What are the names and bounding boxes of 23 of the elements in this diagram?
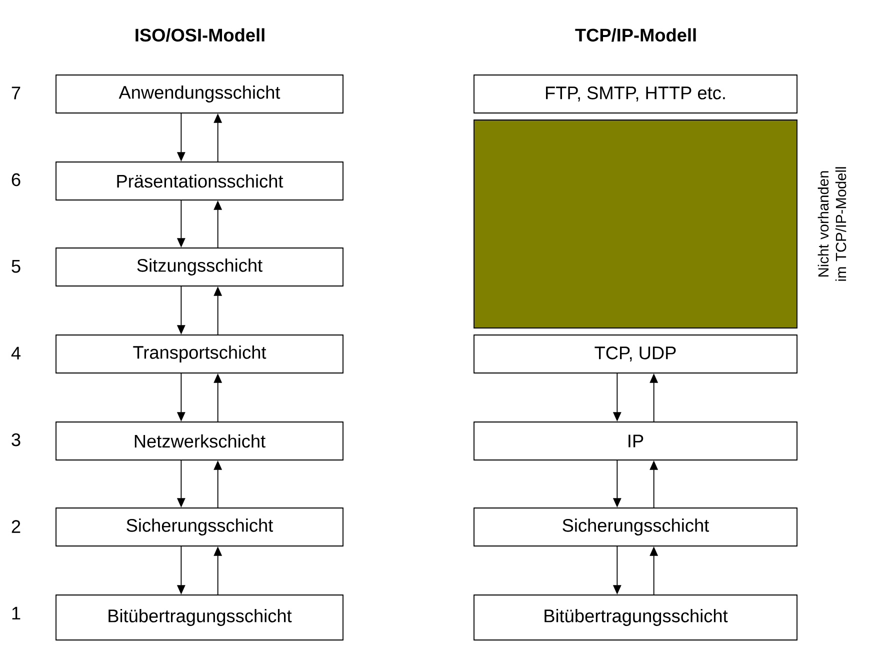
layer-number: 7 xyxy=(12,86,20,100)
layer-box: IP xyxy=(474,422,798,460)
layer-number: 4 xyxy=(11,346,21,360)
layer-box: Netzwerkschicht xyxy=(56,422,344,460)
layer-box: Sitzungsschicht xyxy=(56,248,344,286)
layer-number: 2 xyxy=(12,520,20,533)
side-note: Nicht vorhanden im TCP/IP-Modell xyxy=(818,167,846,281)
column-heading: TCP/IP-Modell xyxy=(575,28,696,42)
column-heading: ISO/OSI-Modell xyxy=(136,28,264,42)
layer-box: TCP, UDP xyxy=(474,334,798,374)
layer-box: Präsentationsschicht xyxy=(56,162,344,200)
layer-number: 1 xyxy=(12,606,20,620)
layer-box: Transportschicht xyxy=(56,334,344,374)
layer-box: Bitübertragungsschicht xyxy=(474,594,798,640)
filled-box xyxy=(474,120,798,328)
layer-box: FTP, SMTP, HTTP etc. xyxy=(474,74,798,114)
layer-box: Anwendungsschicht xyxy=(56,74,344,114)
layer-box: Bitübertragungsschicht xyxy=(56,594,344,640)
layer-box: Sicherungsschicht xyxy=(474,508,798,546)
layer-number: 5 xyxy=(12,260,20,273)
layer-number: 3 xyxy=(12,433,20,446)
layer-box: Sicherungsschicht xyxy=(56,508,344,546)
layer-number: 6 xyxy=(12,173,20,186)
